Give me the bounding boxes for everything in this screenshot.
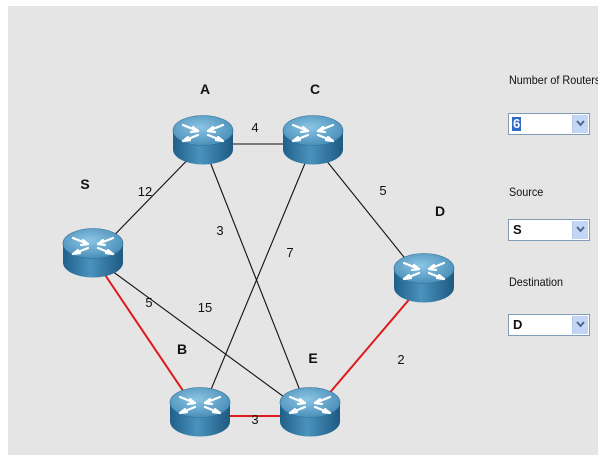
node-label-a: A	[200, 81, 210, 97]
node-label-e: E	[308, 350, 317, 366]
chevron-down-icon[interactable]	[572, 221, 588, 239]
edge-weight-s-b: 5	[145, 295, 152, 310]
edge-s-b	[92, 256, 201, 417]
edge-weight-e-d: 2	[397, 352, 404, 367]
node-label-c: C	[310, 81, 320, 97]
edge-weight-s-e: 15	[198, 300, 212, 315]
edge-weight-b-e: 3	[251, 412, 258, 427]
source-value: S	[513, 222, 522, 237]
destination-value: D	[513, 317, 523, 332]
network-diagram: 4 12 5 3 7 15 5 3 2 S A C D B E	[62, 81, 455, 437]
router-s-icon[interactable]	[62, 228, 124, 278]
edge-weight-a-e: 3	[216, 223, 223, 238]
edge-weight-c-d: 5	[379, 183, 386, 198]
node-label-b: B	[177, 341, 187, 357]
router-b-icon[interactable]	[169, 387, 231, 437]
node-label-d: D	[435, 203, 445, 219]
routers-value: 6	[512, 116, 522, 131]
source-label: Source	[509, 185, 544, 199]
router-e-icon[interactable]	[279, 387, 341, 437]
chevron-down-icon[interactable]	[572, 115, 588, 133]
network-canvas: 4 12 5 3 7 15 5 3 2 S A C D B E Number of Routers 6 S…	[8, 6, 598, 455]
source-select[interactable]: S	[508, 219, 590, 241]
edge-s-e	[92, 256, 311, 417]
edge-weight-c-b: 7	[286, 245, 293, 260]
routers-select[interactable]: 6	[508, 113, 590, 135]
chevron-down-icon[interactable]	[572, 316, 588, 334]
routers-label: Number of Routers	[509, 73, 598, 87]
edge-c-b	[199, 143, 314, 417]
router-c-icon[interactable]	[282, 115, 344, 165]
edge-weight-a-c: 4	[251, 120, 258, 135]
router-d-icon[interactable]	[393, 253, 455, 303]
destination-label: Destination	[509, 275, 564, 289]
router-a-icon[interactable]	[172, 115, 234, 165]
edge-weight-s-a: 12	[138, 184, 152, 199]
destination-select[interactable]: D	[508, 314, 590, 336]
node-label-s: S	[80, 176, 89, 192]
